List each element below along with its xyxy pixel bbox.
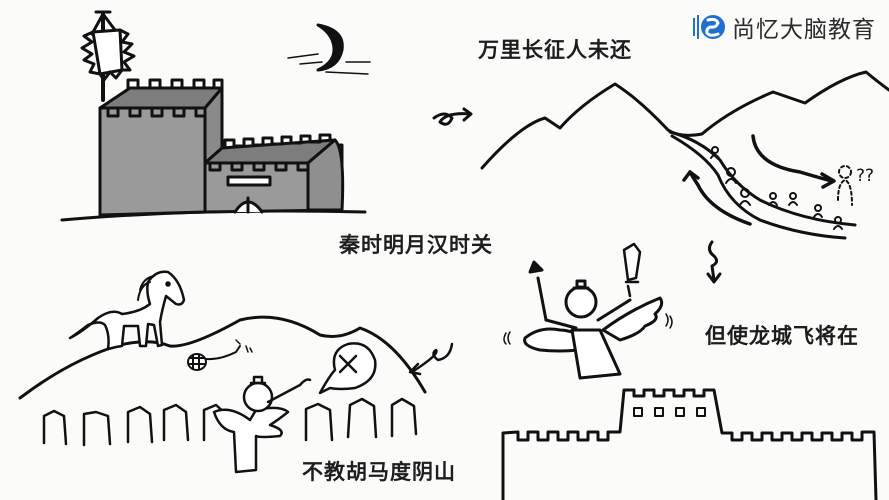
mountain-icon bbox=[480, 70, 889, 170]
river-path-icon bbox=[668, 130, 857, 240]
great-wall-icon bbox=[501, 388, 878, 500]
brand-logo: 尚忆大脑教育 bbox=[692, 10, 876, 44]
squiggle-arrow-left-icon bbox=[408, 342, 454, 376]
brand-name: 尚忆大脑教育 bbox=[732, 17, 876, 43]
squiggle-arrow-right-icon bbox=[432, 107, 473, 126]
swirl-logo-icon bbox=[693, 15, 725, 39]
crescent-moon-icon bbox=[287, 23, 371, 75]
forbidden-speech-bubble-icon bbox=[318, 342, 377, 395]
curved-arrow-up-icon bbox=[682, 170, 752, 226]
horse-icon bbox=[68, 270, 186, 351]
missing-person-icon bbox=[837, 165, 853, 206]
squiggle-arrow-down-icon bbox=[706, 240, 722, 284]
castle-icon bbox=[60, 10, 367, 222]
poem-line-4: 不教胡马度阴山 bbox=[302, 460, 456, 484]
soldier-figures-icon bbox=[710, 146, 843, 230]
curved-arrow-down-icon bbox=[751, 134, 836, 189]
winged-general-icon bbox=[503, 242, 673, 380]
spear-icon bbox=[528, 260, 548, 322]
general-pointing-icon bbox=[212, 375, 312, 474]
sword-icon bbox=[622, 242, 642, 298]
poem-line-3: 但使龙城飞将在 bbox=[705, 324, 859, 348]
poem-line-2: 万里长征人未还 bbox=[478, 38, 632, 62]
question-marks: ?? bbox=[856, 166, 874, 186]
net-icon bbox=[187, 339, 253, 371]
banner-icon bbox=[80, 28, 136, 82]
poem-line-1: 秦时明月汉时关 bbox=[339, 233, 493, 257]
